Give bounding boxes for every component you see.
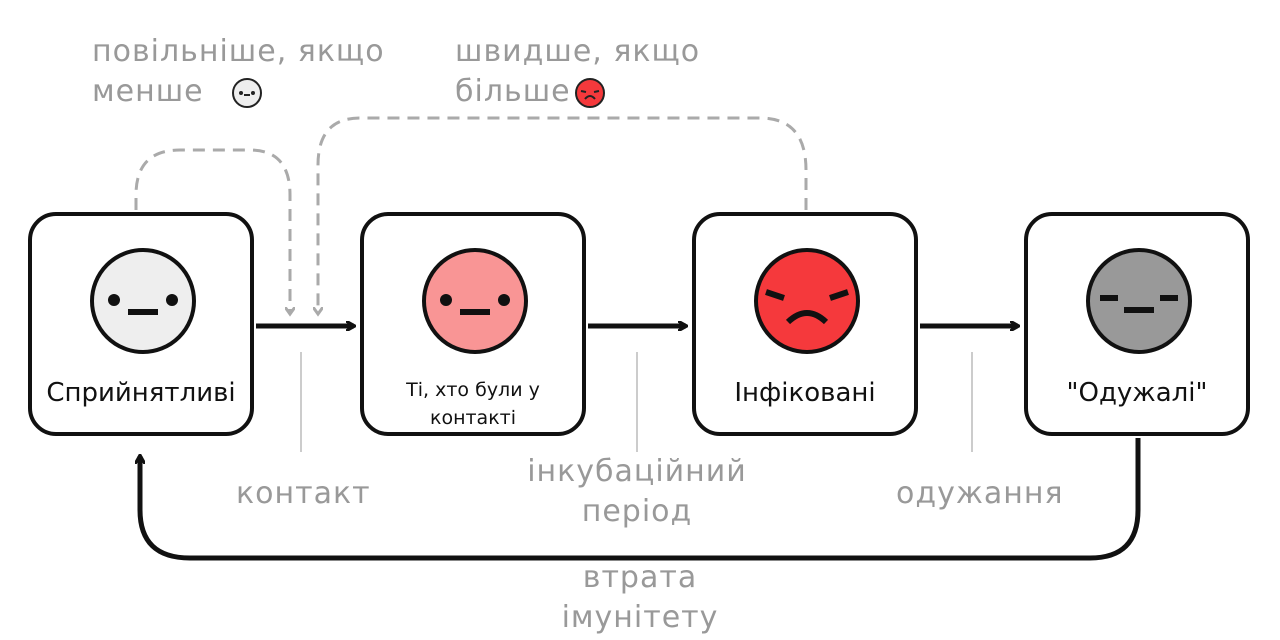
transition-incubation-line2: період — [581, 494, 693, 529]
stage-susceptible: Сприйнятливі — [28, 212, 254, 436]
exposed-face-icon — [422, 248, 528, 354]
recovered-face-icon — [1086, 248, 1192, 354]
infected-mini-face-icon — [574, 77, 605, 108]
transition-recovery-label: одужання — [896, 476, 1064, 511]
stage-exposed: Ті, хто були у контакті — [360, 212, 586, 436]
arrow-immunity-loss — [140, 438, 1141, 561]
susceptible-mini-face-icon — [231, 77, 262, 108]
transition-incubation-line1: інкубаційний — [527, 454, 747, 489]
feedback-slower-line2-wrap: менше — [92, 72, 385, 112]
feedback-dashed-slower — [134, 148, 290, 312]
feedback-faster-line1: швидше, якщо — [455, 34, 701, 69]
infected-face-icon — [754, 248, 860, 354]
stage-infected: Інфіковані — [692, 212, 918, 436]
susceptible-face-icon — [90, 248, 196, 354]
stage-susceptible-label: Сприйнятливі — [46, 378, 236, 408]
transition-immunity-loss-line2: імунітету — [561, 600, 719, 635]
stage-exposed-label-text: Ті, хто були у контакті — [406, 379, 540, 429]
feedback-slower-line1: повільніше, якщо — [92, 34, 385, 69]
stage-recovered: "Одужалі" — [1024, 212, 1250, 436]
stage-exposed-label: Ті, хто були у контакті — [384, 376, 562, 432]
feedback-slower-line2: менше — [92, 74, 204, 109]
stage-recovered-label: "Одужалі" — [1066, 378, 1208, 408]
feedback-faster-line2: більше — [455, 74, 571, 109]
stage-infected-label: Інфіковані — [734, 378, 876, 408]
transition-contact-label: контакт — [236, 476, 371, 511]
transition-incubation-label: інкубаційний період — [520, 452, 754, 532]
transition-immunity-loss-line1: втрата — [582, 560, 698, 595]
feedback-faster-line2-wrap: більше — [455, 72, 700, 112]
feedback-dashed-faster — [318, 116, 808, 312]
feedback-slower-note: повільніше, якщо менше — [92, 32, 385, 112]
feedback-faster-note: швидше, якщо більше — [455, 32, 700, 112]
transition-immunity-loss-label: втрата імунітету — [540, 558, 740, 638]
